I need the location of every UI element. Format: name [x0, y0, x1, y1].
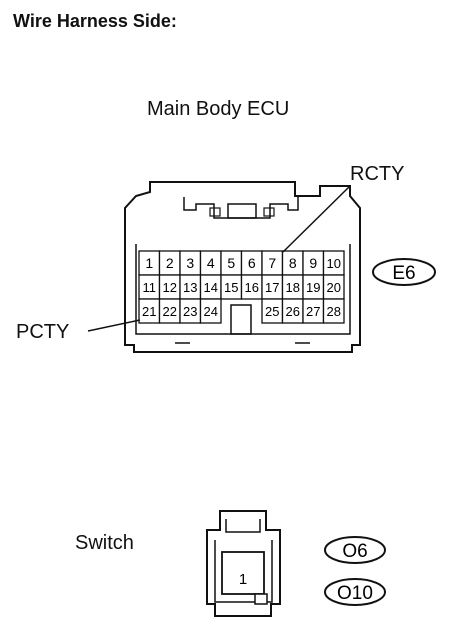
ecu-connector: [124, 181, 361, 353]
ecu-pin-4: 4: [207, 255, 215, 271]
rcty-callout-line: [282, 185, 351, 253]
ecu-pin-cell-28: [322, 298, 345, 324]
ecu-pin-24: 24: [204, 304, 218, 319]
switch-connector-code-o10: O10: [337, 583, 373, 604]
ecu-pin-3: 3: [186, 255, 194, 271]
ecu-pin-13: 13: [183, 280, 197, 295]
ecu-pin-2: 2: [166, 255, 174, 271]
ecu-name-label: Main Body ECU: [147, 98, 290, 120]
ecu-pin-21: 21: [142, 304, 156, 319]
rcty-callout-label: RCTY: [350, 163, 405, 185]
pcty-callout-line: [87, 319, 141, 332]
ecu-pin-22: 22: [163, 304, 177, 319]
ecu-connector-code: E6: [392, 263, 415, 284]
switch-pin-1: 1: [239, 571, 247, 588]
ecu-pin-1: 1: [145, 255, 153, 271]
ecu-pin-20: 20: [327, 280, 341, 295]
ecu-pin-8: 8: [289, 255, 297, 271]
switch-name-label: Switch: [75, 532, 134, 554]
ecu-pin-14: 14: [204, 280, 218, 295]
ecu-pin-11: 11: [143, 280, 157, 295]
ecu-pin-18: 18: [286, 280, 300, 295]
ecu-pin-25: 25: [265, 304, 279, 319]
ecu-pin-12: 12: [163, 280, 177, 295]
ecu-pin-cell-24: [199, 298, 222, 324]
ecu-pin-9: 9: [309, 255, 317, 271]
ecu-pin-26: 26: [286, 304, 300, 319]
ecu-pin-27: 27: [306, 304, 320, 319]
ecu-pin-16: 16: [245, 280, 259, 295]
ecu-pin-28: 28: [327, 304, 341, 319]
ecu-pin-23: 23: [183, 304, 197, 319]
switch-connector-code-badge-o10: O10: [324, 578, 386, 606]
ecu-pin-17: 17: [265, 280, 279, 295]
ecu-pin-10: 10: [327, 256, 341, 271]
switch-connector-code-o6: O6: [342, 541, 367, 562]
ecu-pin-19: 19: [306, 280, 320, 295]
ecu-connector-code-badge: E6: [372, 258, 436, 286]
switch-connector: [206, 510, 281, 617]
pcty-callout-label: PCTY: [16, 321, 70, 343]
ecu-pin-15: 15: [224, 280, 238, 295]
ecu-pin-6: 6: [248, 255, 256, 271]
ecu-pin-5: 5: [227, 255, 235, 271]
ecu-pin-7: 7: [268, 255, 276, 271]
page-title: Wire Harness Side:: [13, 11, 177, 31]
switch-connector-code-badge-o6: O6: [324, 536, 386, 564]
